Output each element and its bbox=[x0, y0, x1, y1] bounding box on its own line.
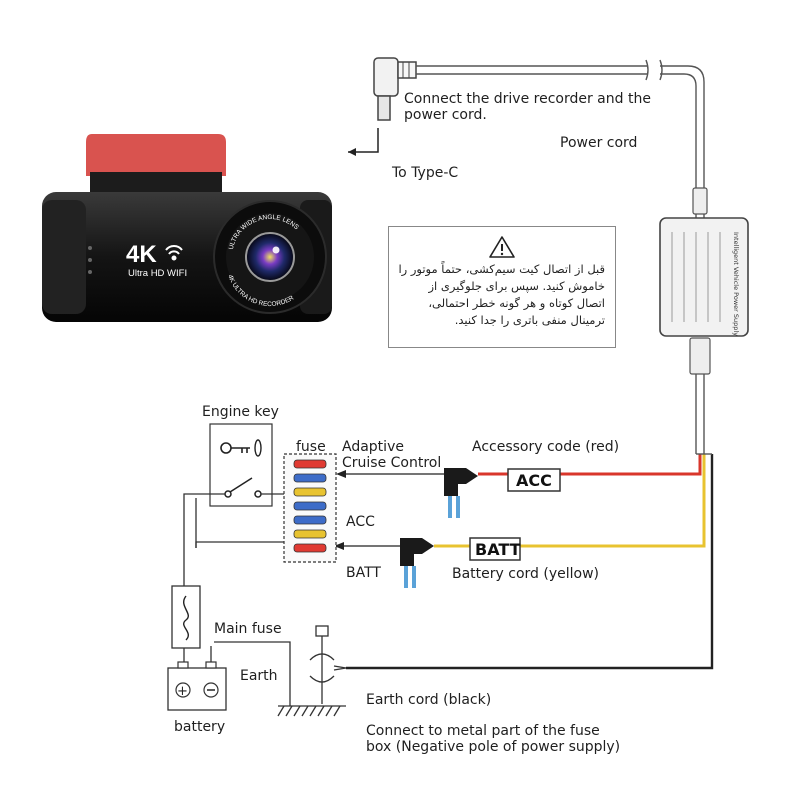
camera-lens bbox=[245, 232, 295, 282]
earth-cord-label: Earth cord (black) bbox=[366, 692, 491, 708]
metal-instruction-line1: Connect to metal part of the fuse bbox=[366, 723, 600, 739]
camera-4k-badge: 4K bbox=[126, 241, 157, 268]
intelligent-power-supply-box: Intelligent Vehicle Power Supply bbox=[659, 217, 749, 337]
camera-subtitle: Ultra HD WIFI bbox=[128, 268, 187, 279]
power-box-output-cord bbox=[695, 374, 705, 454]
warning-box: قبل از اتصال کیت سیم‌کشی، حتماً موتور را… bbox=[388, 226, 616, 348]
acc-label: ACC bbox=[346, 514, 375, 530]
type-c-label: To Type-C bbox=[391, 165, 458, 181]
battery-cord-label: Battery cord (yellow) bbox=[452, 566, 599, 582]
dash-camera: 4K Ultra HD WIFI ULTRA WIDE ANGLE LENS 4… bbox=[42, 134, 332, 322]
batt-tag-label: BATT bbox=[475, 540, 521, 559]
main-fuse-label: Main fuse bbox=[214, 621, 282, 637]
engine-key-label: Engine key bbox=[202, 404, 279, 420]
power-cord bbox=[416, 65, 705, 220]
metal-instruction-line2: box (Negative pole of power supply) bbox=[366, 739, 620, 755]
connect-instruction-line1: Connect the drive recorder and the bbox=[404, 91, 651, 107]
adhesive-mount-pad bbox=[86, 134, 226, 176]
earth-ground-icon bbox=[277, 705, 346, 717]
type-c-connector bbox=[373, 57, 417, 121]
cord-break-icon bbox=[645, 59, 663, 81]
fuse-slots bbox=[293, 459, 327, 553]
indicator-dot bbox=[88, 246, 92, 250]
earth-label: Earth bbox=[240, 668, 278, 684]
connect-instruction-line2: power cord. bbox=[404, 107, 487, 123]
cord-ferrite bbox=[689, 337, 711, 375]
lens-glint bbox=[272, 246, 280, 254]
batt-wire-tag bbox=[469, 537, 521, 561]
acc-fuse-tap bbox=[444, 468, 478, 518]
indicator-dot bbox=[88, 270, 92, 274]
indicator-dot bbox=[88, 258, 92, 262]
cord-ferrite bbox=[692, 187, 708, 215]
arrow-head-icon bbox=[348, 148, 356, 156]
arrow-head-icon bbox=[336, 470, 346, 478]
acc-wire-tag bbox=[507, 468, 561, 492]
engine-key-switch bbox=[209, 423, 273, 507]
key-icon bbox=[220, 442, 250, 454]
warning-text: قبل از اتصال کیت سیم‌کشی، حتماً موتور را… bbox=[398, 262, 605, 327]
arrow-head-icon bbox=[334, 542, 344, 550]
batt-label: BATT bbox=[346, 565, 381, 581]
adaptive-label-line2: Cruise Control bbox=[342, 455, 441, 471]
inline-main-fuse bbox=[171, 585, 201, 649]
ground-bolt-icon bbox=[309, 625, 347, 704]
mount-neck bbox=[90, 172, 222, 192]
camera-left-cap bbox=[42, 200, 86, 314]
acc-tag-label: ACC bbox=[516, 471, 552, 490]
batt-wire-yellow bbox=[434, 454, 706, 548]
fuse-box bbox=[283, 453, 337, 563]
battery-icon: + bbox=[167, 661, 227, 711]
fuse-label: fuse bbox=[296, 439, 326, 455]
adaptive-label-line1: Adaptive bbox=[342, 439, 404, 455]
accessory-code-label: Accessory code (red) bbox=[472, 439, 619, 455]
power-box-title: Intelligent Vehicle Power Supply bbox=[732, 232, 740, 336]
earth-wire-black bbox=[346, 454, 714, 670]
wifi-icon bbox=[165, 245, 183, 261]
batt-fuse-tap bbox=[400, 538, 434, 588]
circuit-wires bbox=[183, 493, 291, 706]
key-slot bbox=[254, 439, 262, 457]
power-cord-label: Power cord bbox=[560, 135, 637, 151]
type-c-arrow bbox=[348, 128, 379, 153]
battery-label: battery bbox=[174, 719, 225, 735]
svg-text:+: + bbox=[177, 684, 188, 699]
warning-triangle-icon bbox=[489, 236, 515, 258]
